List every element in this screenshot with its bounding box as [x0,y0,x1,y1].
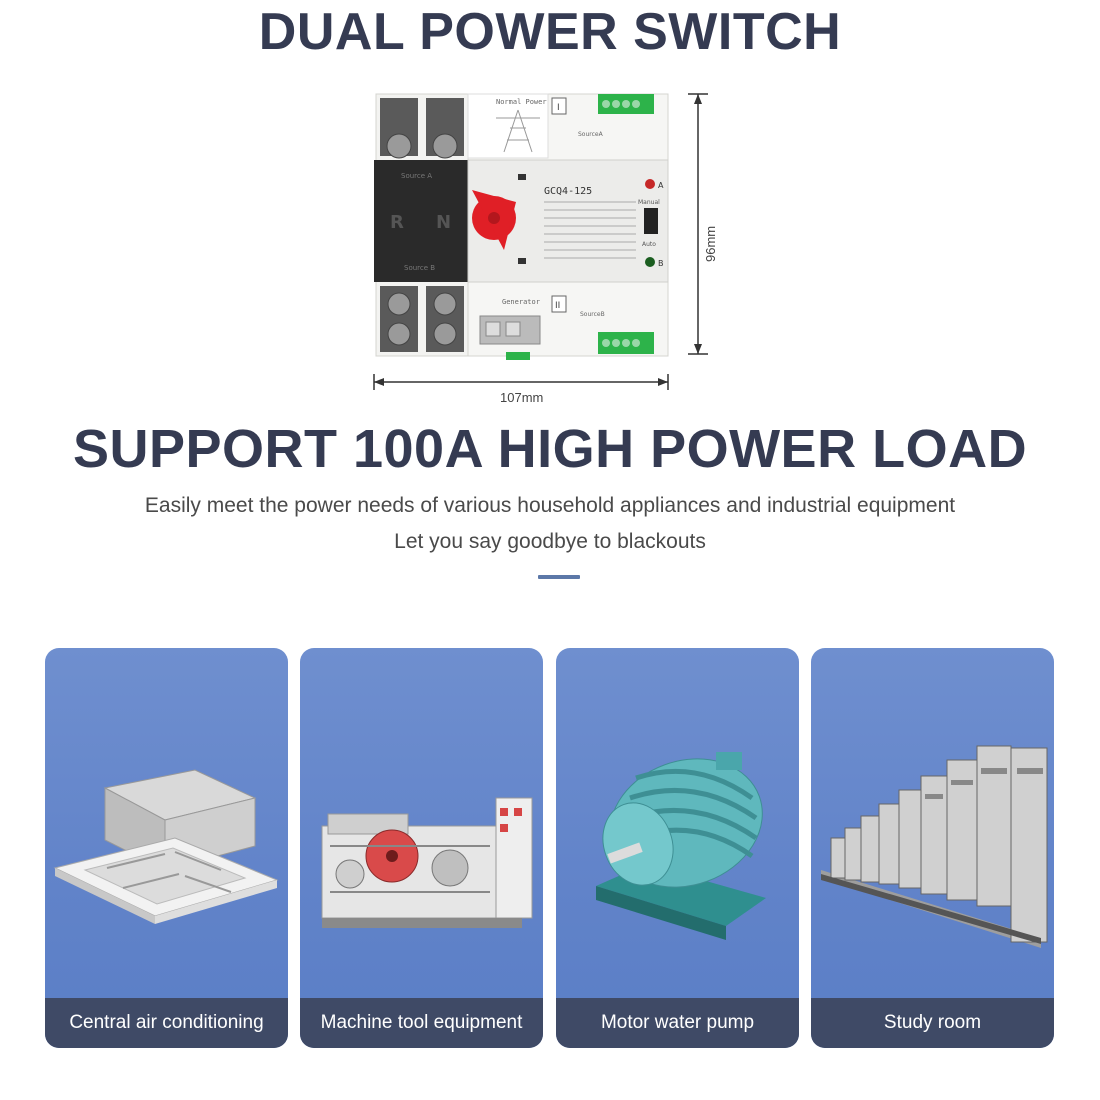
industrial-machine-icon [321,797,533,928]
card-study-room: Study room [811,648,1054,1048]
source-a-label: Source A [401,172,432,180]
subline-blackouts: Let you say goodbye to blackouts [394,530,706,553]
indicator-b-led [645,257,655,267]
rotary-handle-icon [472,190,516,250]
card-caption: Motor water pump [556,998,799,1048]
card-caption: Central air conditioning [45,998,288,1048]
generator-icon [479,315,541,345]
accent-divider [538,575,580,579]
card-caption: Study room [811,998,1054,1048]
indicator-a-led [645,179,655,189]
auto-label: Auto [642,241,656,248]
indicator-a-label: A [658,181,664,190]
card-central-air-conditioning: Central air conditioning [45,648,288,1048]
card-motor-water-pump: Motor water pump [556,648,799,1048]
width-dimension-label: 107mm [500,390,544,405]
headline-support-load: SUPPORT 100A HIGH POWER LOAD [72,419,1028,479]
normal-power-label: Normal Power [496,98,547,106]
manual-label: Manual [638,199,660,206]
dual-power-switch-device: Source A Source B R N Normal Power I Sou… [374,93,669,360]
card-caption: Machine tool equipment [300,998,543,1048]
generator-label: Generator [502,298,540,306]
model-label: GCQ4-125 [544,186,592,197]
height-dimension-label: 96mm [703,225,718,262]
indicator-b-label: B [658,259,664,268]
height-dimension-line [688,93,708,355]
terminal-top-label: SourceA [578,131,604,138]
power-pylon-icon [496,109,540,153]
source-b-label: Source B [404,264,435,272]
electric-motor-icon [596,752,766,940]
pole-n-label: N [436,212,451,233]
panel-top-roman: I [557,103,560,113]
terminal-bottom-label: SourceB [580,311,605,318]
width-dimension-line [373,374,669,390]
subline-power-needs: Easily meet the power needs of various h… [144,494,956,517]
server-room-icon [821,745,1048,948]
panel-bottom-roman: II [555,301,560,311]
headline-dual-power-switch: DUAL POWER SWITCH [258,3,842,61]
pole-r-label: R [390,212,404,233]
manual-auto-switch [644,208,658,234]
card-machine-tool-equipment: Machine tool equipment [300,648,543,1048]
ceiling-cassette-ac-icon [53,769,279,924]
